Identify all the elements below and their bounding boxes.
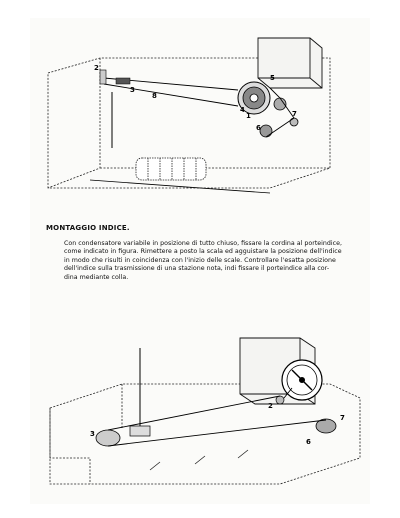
- chassis-outline: [47, 57, 331, 189]
- top-assembly-figure: 2 3 8 5 1 4 6 7: [47, 37, 331, 194]
- chassis-outline: [49, 383, 361, 485]
- callout-2: 2: [268, 402, 273, 410]
- posts: [149, 449, 249, 471]
- small-pulley: [289, 117, 299, 127]
- callout-3: 3: [90, 430, 95, 438]
- callout-5: 5: [270, 74, 275, 82]
- left-pulley: [95, 429, 121, 447]
- callout-3: 3: [130, 86, 135, 94]
- pointer-carrier: [115, 77, 131, 85]
- pointer-carrier: [129, 425, 151, 437]
- dial-cord: [107, 387, 327, 447]
- drive-pulley: [237, 81, 271, 115]
- section-heading: MONTAGGIO INDICE.: [46, 224, 130, 232]
- instructions-text: Con condensatore variabile in posizione …: [64, 240, 366, 282]
- variable-capacitor: [257, 37, 323, 89]
- callout-7: 7: [340, 414, 345, 422]
- text-line: Con condensatore variabile in posizione …: [64, 240, 343, 247]
- coil-blocks: [135, 157, 207, 181]
- text-line: dell'indice sulla trasmissione di una st…: [64, 265, 330, 273]
- callout-7: 7: [292, 110, 297, 118]
- text-line: come indicato in figura. Rimettere a pos…: [64, 248, 342, 256]
- callout-1: 1: [246, 112, 251, 120]
- base-shaft: [89, 179, 271, 194]
- text-line: in modo che risulti in coincidenza con l…: [64, 256, 336, 264]
- idler-pulley: [275, 395, 285, 405]
- left-bracket: [99, 69, 107, 85]
- manual-page: 2 3 8 5 1 4 6 7 MONTAGGIO INDICE. Con co…: [30, 18, 370, 504]
- callout-6: 6: [256, 124, 261, 132]
- callout-6: 6: [306, 438, 311, 446]
- tuning-knob: [315, 418, 337, 434]
- drum-pulley: [281, 359, 323, 401]
- callout-8: 8: [152, 92, 157, 100]
- callout-4: 4: [240, 106, 245, 114]
- bottom-assembly-figure: 3 2 6 7: [49, 337, 361, 485]
- callout-2: 2: [94, 64, 99, 72]
- text-line: dina mediante colla.: [64, 273, 129, 281]
- tuning-knob-pulley: [259, 124, 273, 138]
